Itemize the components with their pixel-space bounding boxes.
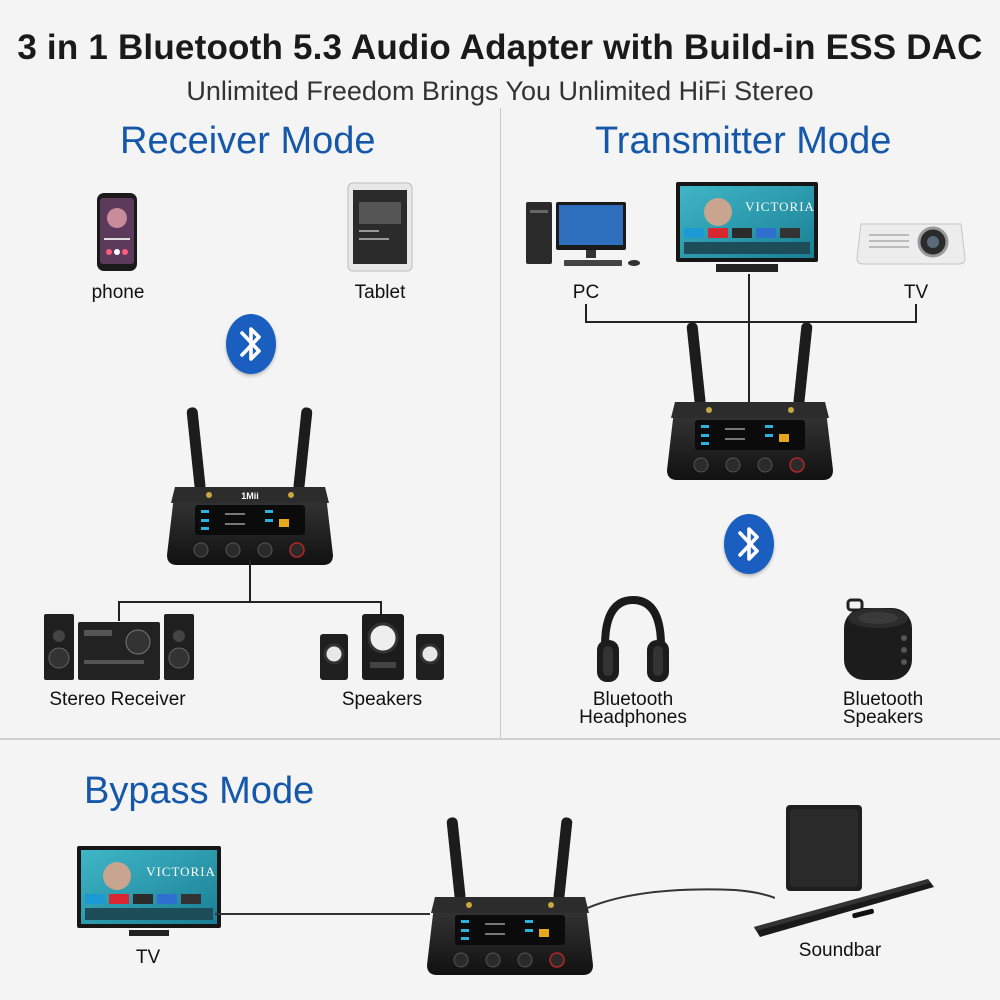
bypass-mode-title: Bypass Mode [84,770,315,812]
stereo-receiver-label: Stereo Receiver [49,689,186,710]
soundbar-icon [754,805,934,937]
wire [748,274,750,402]
phone-icon [97,193,137,271]
adapter-device-receiver: 1Mii [165,405,335,575]
wire [118,601,381,603]
tv-screen-brand: VICTORIA [745,199,815,214]
tv-screen-brand: VICTORIA [146,864,216,879]
headphones-label-line1: Bluetooth [592,689,674,710]
pc-label: PC [572,282,600,303]
tv-label: TV [903,282,929,303]
transmitter-mode-title: Transmitter Mode [595,120,892,162]
headphones-icon [597,596,669,682]
tv-icon: VICTORIA [676,182,818,272]
bypass-tv-label: TV [135,947,161,968]
bluetooth-icon [724,514,774,574]
bypass-wires [215,888,775,915]
page-title: 3 in 1 Bluetooth 5.3 Audio Adapter with … [17,28,983,67]
phone-label: phone [91,282,145,303]
pc-icon [526,202,640,266]
bt-speakers-label-line1: Bluetooth [842,689,924,710]
vertical-divider [500,108,501,738]
adapter-device-bypass [425,815,595,985]
wire [585,321,917,323]
stereo-receiver-icon [44,614,194,680]
bt-speakers-label-line2: Speakers [842,707,924,728]
speakers-icon [320,614,444,680]
bluetooth-speaker-icon [844,598,912,680]
projector-icon [856,223,966,265]
tablet-icon [347,182,413,272]
tablet-label: Tablet [354,282,406,303]
headphones-label-line2: Headphones [579,707,687,728]
wire [915,304,917,322]
receiver-mode-title: Receiver Mode [120,120,376,162]
wire [249,560,251,602]
adapter-device-transmitter [665,320,835,490]
soundbar-label: Soundbar [798,940,882,961]
wire [380,601,382,619]
tv-icon: VICTORIA [77,846,221,936]
wire [118,601,120,621]
adapter-brand: 1Mii [241,491,259,501]
wire [585,304,587,322]
speakers-label: Speakers [341,689,423,710]
page-subtitle: Unlimited Freedom Brings You Unlimited H… [186,76,814,106]
horizontal-divider [0,738,1000,740]
bluetooth-icon [226,314,276,374]
